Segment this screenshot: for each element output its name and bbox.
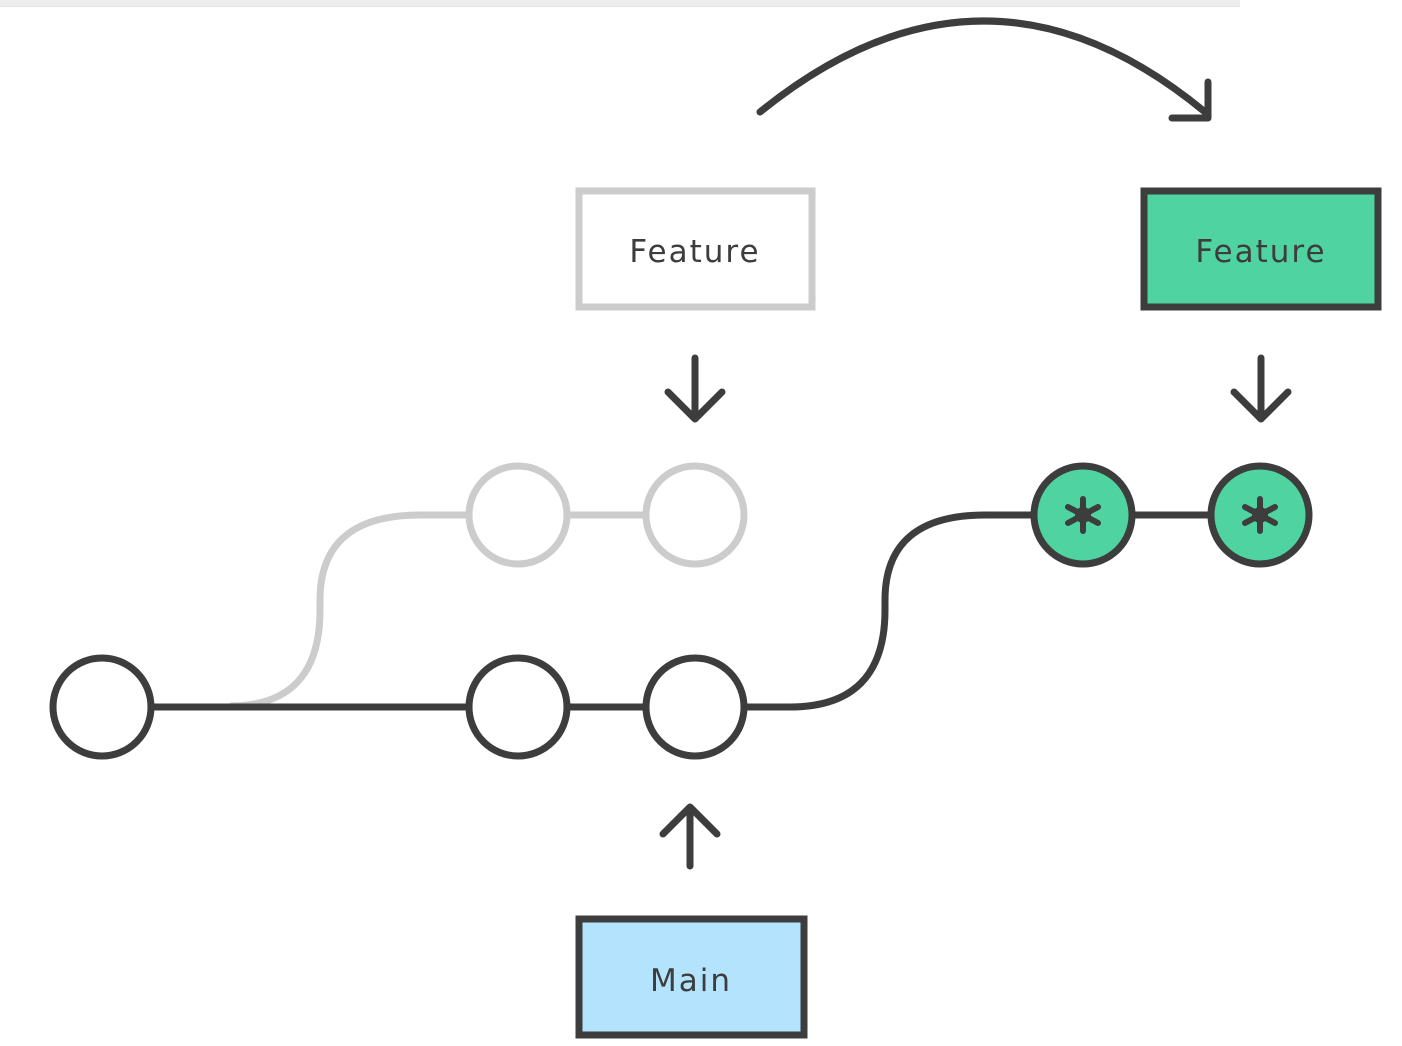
original-feature-commit-1 xyxy=(465,462,571,568)
feature-label-original: Feature xyxy=(575,187,816,311)
curved-arrow-icon xyxy=(756,17,1212,122)
arrow-icon xyxy=(659,803,721,870)
main-commit-3 xyxy=(642,654,748,760)
top-rule xyxy=(0,0,1240,7)
main-branch xyxy=(49,654,748,760)
original-branch-line xyxy=(229,511,468,710)
feature-label-rebased-text: Feature xyxy=(1195,234,1326,270)
feature-label-original-text: Feature xyxy=(629,234,760,270)
feature-label-rebased: Feature xyxy=(1140,187,1382,311)
main-label-text: Main xyxy=(650,963,732,999)
rebased-feature-branch xyxy=(744,462,1313,711)
main-commit-2 xyxy=(465,654,571,760)
asterisk-icon xyxy=(1065,496,1101,534)
arrow-icon xyxy=(664,354,726,423)
rebased-branch-line xyxy=(744,511,1035,711)
original-feature-branch xyxy=(229,462,748,710)
original-feature-commit-2 xyxy=(642,462,748,568)
main-label: Main xyxy=(575,915,808,1039)
asterisk-icon xyxy=(1242,496,1278,534)
main-commit-1 xyxy=(49,654,155,760)
arrow-icon xyxy=(1230,354,1292,423)
